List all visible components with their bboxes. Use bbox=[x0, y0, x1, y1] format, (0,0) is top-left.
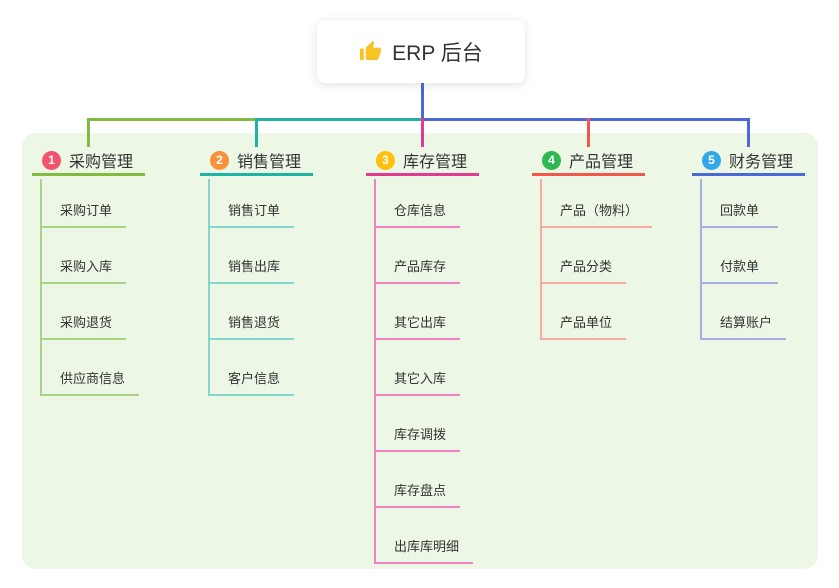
root-connector-line bbox=[421, 83, 424, 118]
root-node[interactable]: ERP 后台 bbox=[317, 20, 525, 83]
branch-label: 采购管理 bbox=[69, 154, 134, 171]
connector-bus-middle bbox=[255, 118, 421, 121]
branch-children: 销售订单销售出库销售退货客户信息 bbox=[208, 179, 295, 396]
child-node[interactable]: 其它入库 bbox=[376, 340, 461, 396]
child-node[interactable]: 采购入库 bbox=[42, 228, 127, 284]
child-node[interactable]: 其它出库 bbox=[376, 284, 461, 340]
child-label: 其它出库 bbox=[394, 315, 447, 330]
child-node[interactable]: 产品库存 bbox=[376, 228, 461, 284]
child-node[interactable]: 采购订单 bbox=[42, 179, 127, 228]
branch-node[interactable]: 5 财务管理 bbox=[692, 147, 805, 176]
child-label: 产品分类 bbox=[560, 259, 613, 274]
child-node[interactable]: 出库库明细 bbox=[376, 508, 474, 564]
branch-label: 财务管理 bbox=[729, 154, 794, 171]
child-node[interactable]: 产品单位 bbox=[542, 284, 627, 340]
child-node[interactable]: 回款单 bbox=[702, 179, 778, 228]
child-label: 客户信息 bbox=[228, 371, 281, 386]
child-label: 销售订单 bbox=[228, 203, 281, 218]
branch-number-badge: 1 bbox=[42, 150, 61, 170]
child-node[interactable]: 库存调拨 bbox=[376, 396, 461, 452]
child-label: 采购入库 bbox=[60, 259, 113, 274]
connector-bus-right bbox=[421, 118, 750, 121]
branch-label: 销售管理 bbox=[237, 154, 302, 171]
child-label: 销售出库 bbox=[228, 259, 281, 274]
root-title: ERP 后台 bbox=[392, 41, 483, 65]
child-label: 回款单 bbox=[720, 203, 760, 218]
child-label: 库存调拨 bbox=[394, 427, 447, 442]
child-node[interactable]: 销售退货 bbox=[210, 284, 295, 340]
branch-children: 仓库信息产品库存其它出库其它入库库存调拨库存盘点出库库明细 bbox=[374, 179, 474, 564]
branch-number-badge: 5 bbox=[702, 150, 721, 170]
connector-bus-left bbox=[87, 118, 255, 121]
branch-children: 采购订单采购入库采购退货供应商信息 bbox=[40, 179, 140, 396]
child-node[interactable]: 仓库信息 bbox=[376, 179, 461, 228]
branch-label: 产品管理 bbox=[569, 154, 634, 171]
child-node[interactable]: 销售出库 bbox=[210, 228, 295, 284]
child-label: 其它入库 bbox=[394, 371, 447, 386]
branch-number-badge: 2 bbox=[210, 150, 229, 170]
child-label: 仓库信息 bbox=[394, 203, 447, 218]
child-label: 产品库存 bbox=[394, 259, 447, 274]
child-node[interactable]: 采购退货 bbox=[42, 284, 127, 340]
branch-node[interactable]: 3 库存管理 bbox=[366, 147, 479, 176]
branch-number-badge: 4 bbox=[542, 150, 561, 170]
child-label: 采购订单 bbox=[60, 203, 113, 218]
child-label: 供应商信息 bbox=[60, 371, 126, 386]
child-label: 出库库明细 bbox=[394, 539, 460, 554]
connector-drop-branch-5 bbox=[747, 118, 750, 147]
branches-panel bbox=[22, 133, 818, 569]
child-label: 库存盘点 bbox=[394, 483, 447, 498]
child-node[interactable]: 付款单 bbox=[702, 228, 778, 284]
connector-drop-branch-4 bbox=[587, 118, 590, 147]
child-node[interactable]: 供应商信息 bbox=[42, 340, 140, 396]
branch-node[interactable]: 1 采购管理 bbox=[32, 147, 145, 176]
child-label: 付款单 bbox=[720, 259, 760, 274]
child-label: 销售退货 bbox=[228, 315, 281, 330]
child-label: 结算账户 bbox=[720, 315, 773, 330]
branch-number-badge: 3 bbox=[376, 150, 395, 170]
child-label: 采购退货 bbox=[60, 315, 113, 330]
child-node[interactable]: 客户信息 bbox=[210, 340, 295, 396]
branch-node[interactable]: 2 销售管理 bbox=[200, 147, 313, 176]
connector-drop-branch-2 bbox=[255, 118, 258, 147]
child-label: 产品单位 bbox=[560, 315, 613, 330]
branch-label: 库存管理 bbox=[403, 154, 468, 171]
connector-drop-branch-1 bbox=[87, 118, 90, 147]
child-node[interactable]: 库存盘点 bbox=[376, 452, 461, 508]
child-node[interactable]: 销售订单 bbox=[210, 179, 295, 228]
branch-children: 产品（物料） 产品分类产品单位 bbox=[540, 179, 653, 340]
thumbs-up-icon bbox=[359, 40, 382, 63]
branch-children: 回款单付款单结算账户 bbox=[700, 179, 787, 340]
child-node[interactable]: 产品（物料） bbox=[542, 179, 653, 228]
connector-drop-branch-3 bbox=[421, 118, 424, 147]
child-node[interactable]: 结算账户 bbox=[702, 284, 787, 340]
child-label: 产品（物料） bbox=[560, 203, 639, 218]
child-node[interactable]: 产品分类 bbox=[542, 228, 627, 284]
branch-node[interactable]: 4 产品管理 bbox=[532, 147, 645, 176]
